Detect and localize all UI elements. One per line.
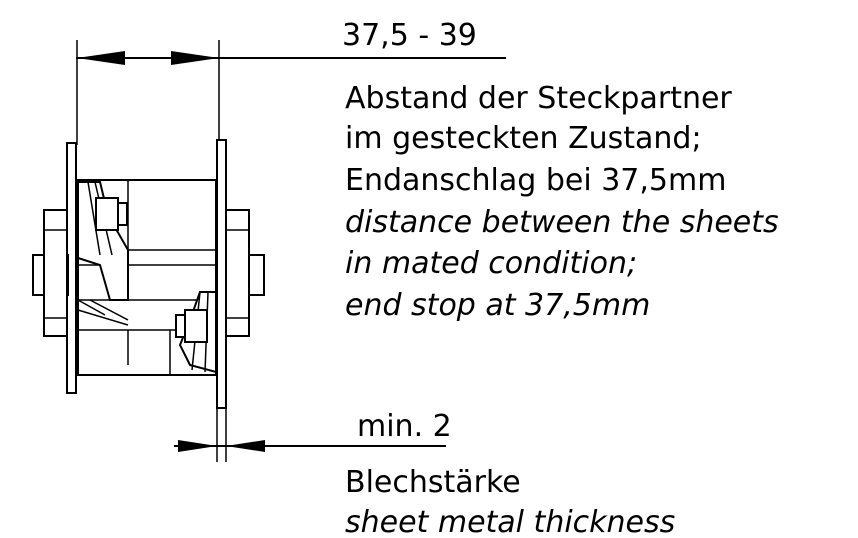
arrow-left-icon xyxy=(77,51,125,65)
note-bottom: Blechstärke sheet metal thickness xyxy=(345,465,675,538)
note-bottom-en-line-1: sheet metal thickness xyxy=(345,505,675,538)
note-de-line-3: Endanschlag bei 37,5mm xyxy=(345,163,726,198)
arrow-in-right-icon xyxy=(226,440,265,452)
note-de-line-1: Abstand der Steckpartner xyxy=(345,81,732,116)
note-de-line-2: im gesteckten Zustand; xyxy=(345,121,702,156)
dimension-value-top: 37,5 - 39 xyxy=(342,18,477,53)
lower-nut-tip xyxy=(175,314,186,338)
dimension-value-bottom: min. 2 xyxy=(357,409,452,444)
note-top: Abstand der Steckpartner im gesteckten Z… xyxy=(345,81,779,323)
connector-part xyxy=(32,139,265,409)
note-bottom-de-line-1: Blechstärke xyxy=(345,465,521,500)
upper-nut-tip xyxy=(117,202,128,226)
lower-nut xyxy=(184,309,208,343)
left-pin-collar xyxy=(43,209,68,337)
note-en-line-3: end stop at 37,5mm xyxy=(345,288,650,323)
top-dimension: 37,5 - 39 xyxy=(76,18,506,145)
right-pin-collar xyxy=(225,209,250,337)
left-flange xyxy=(77,181,129,301)
right-sheet xyxy=(216,139,227,409)
upper-nut xyxy=(95,197,119,231)
note-en-line-1: distance between the sheets xyxy=(345,205,779,240)
arrow-right-icon xyxy=(171,51,219,65)
bottom-dimension: min. 2 xyxy=(174,395,452,462)
arrow-in-left-icon xyxy=(178,440,217,452)
note-en-line-2: in mated condition; xyxy=(345,246,637,281)
